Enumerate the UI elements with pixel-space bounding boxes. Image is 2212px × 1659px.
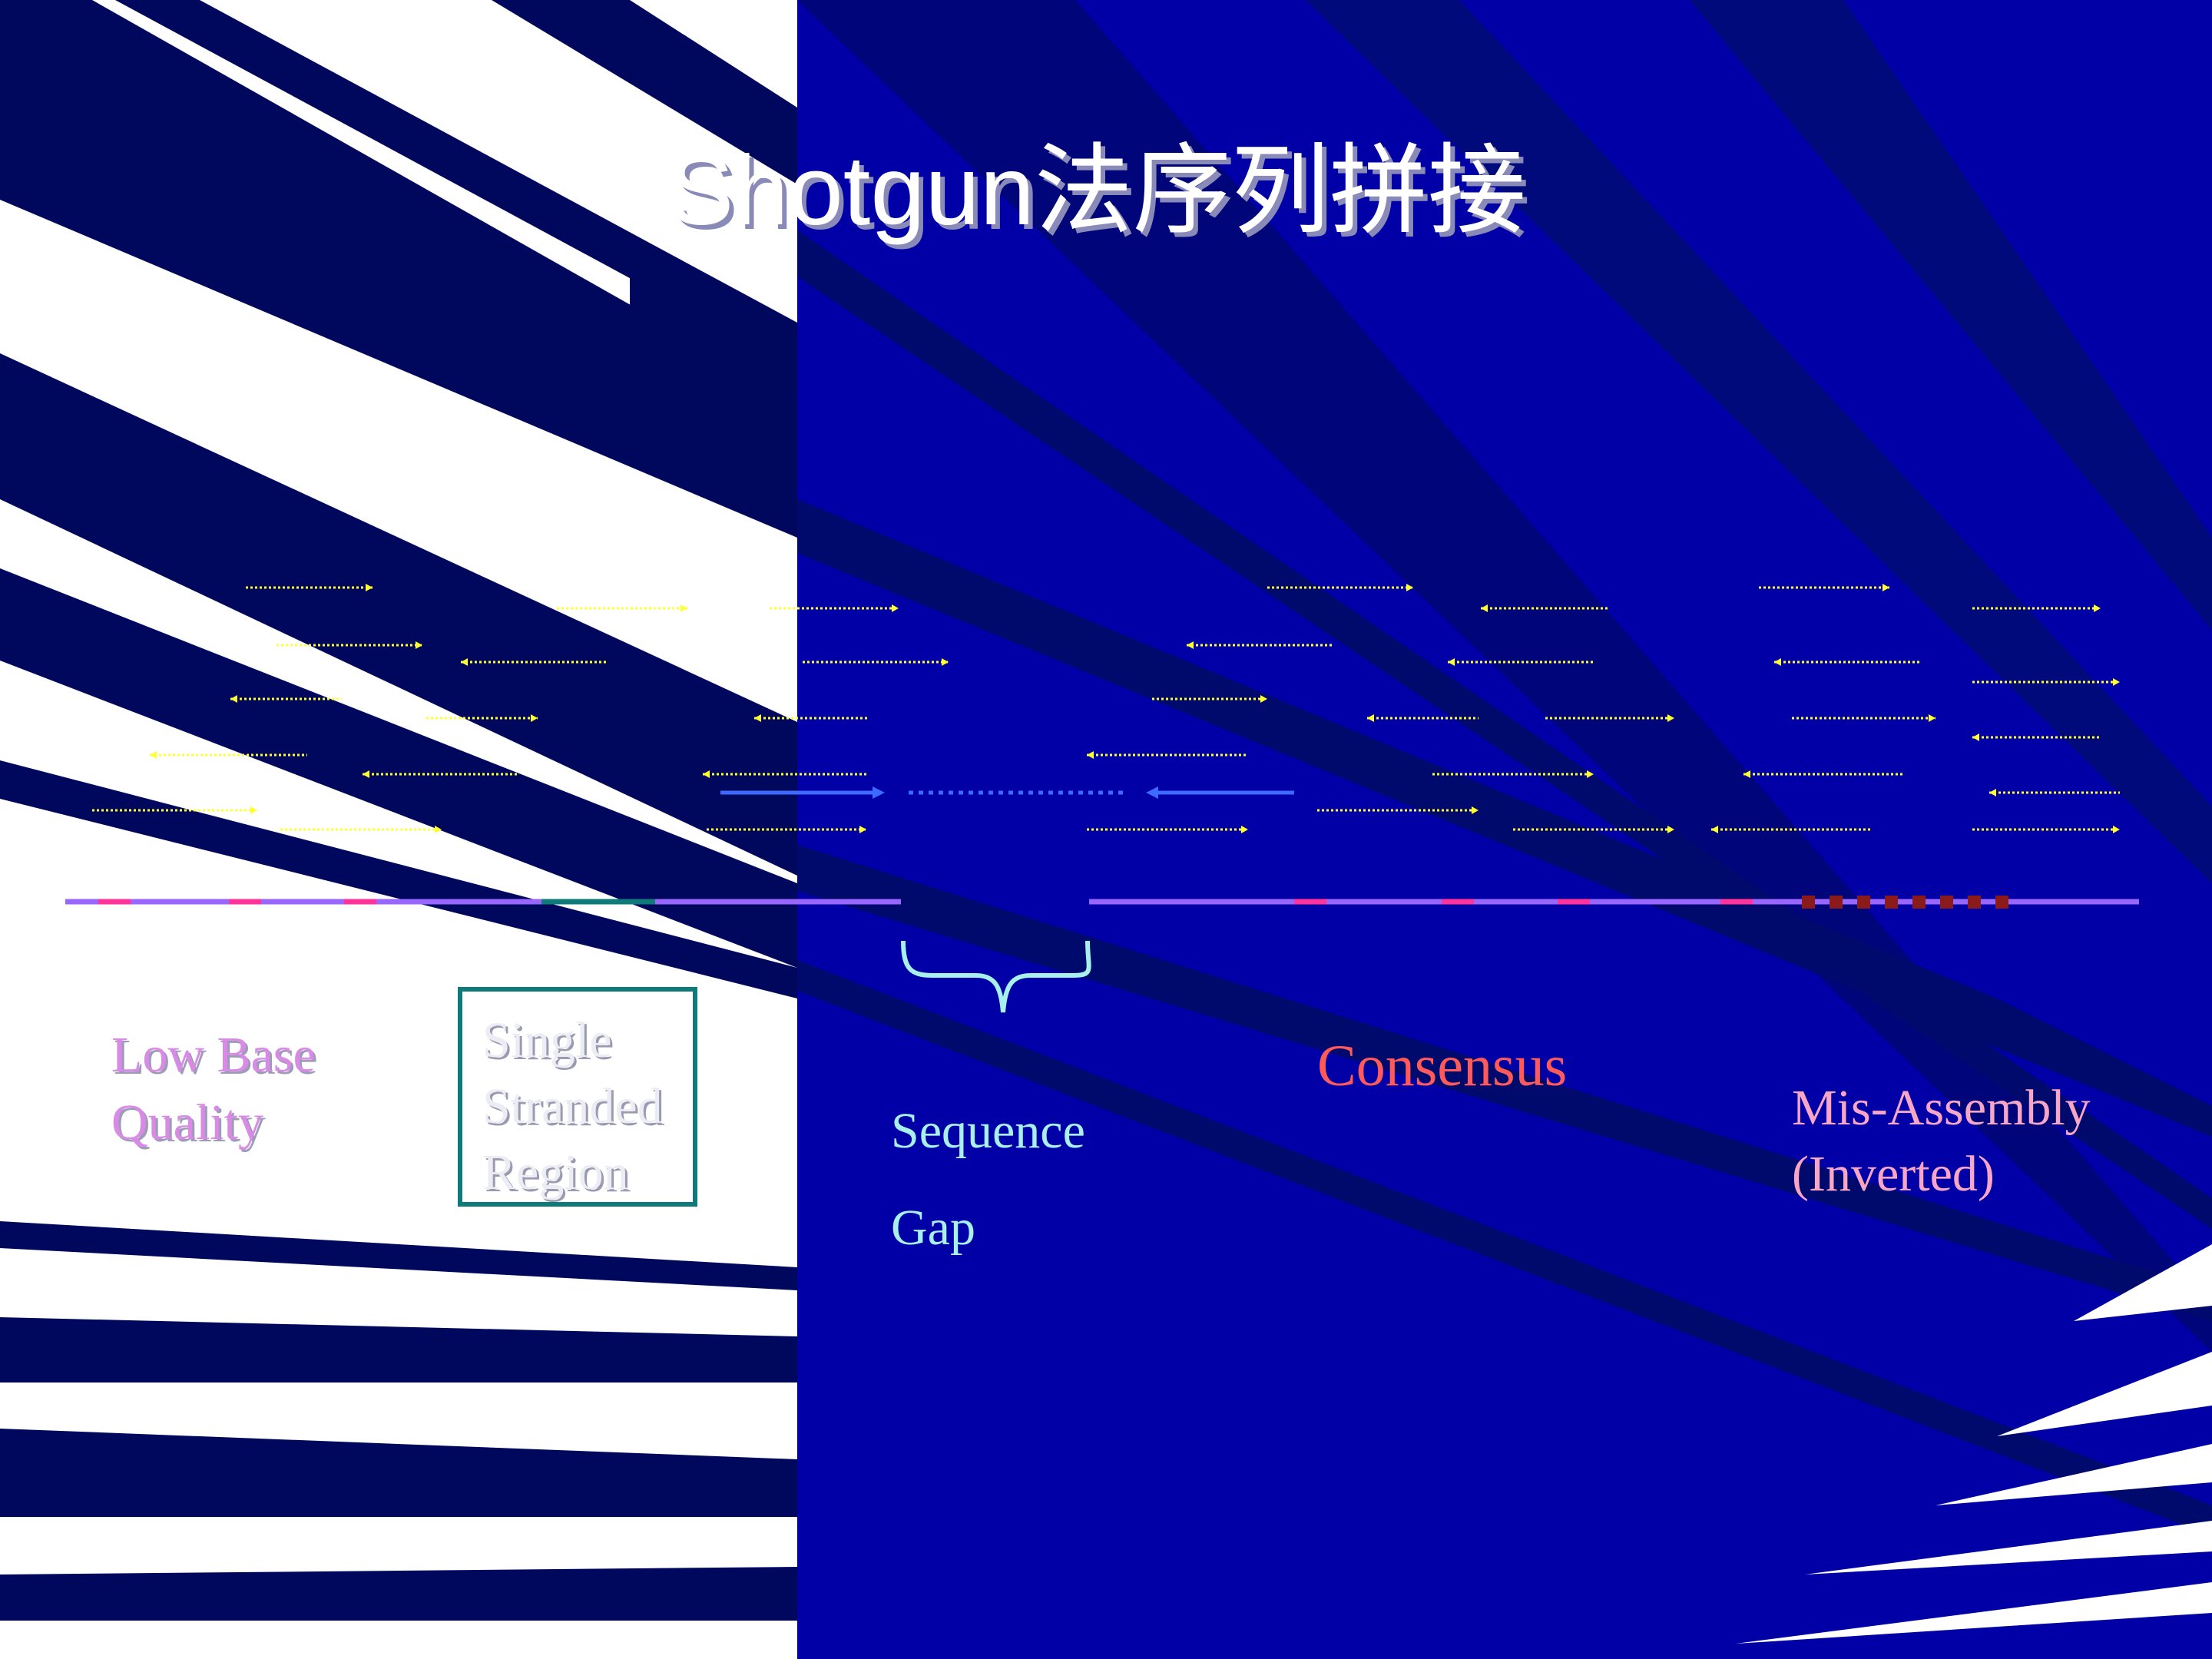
- misassembly-mark: [1802, 896, 1815, 909]
- misassembly-mark: [1940, 896, 1953, 909]
- read-arrowhead: [1743, 770, 1750, 778]
- read-arrowhead: [1587, 770, 1594, 778]
- gap-brace: [901, 940, 1091, 1013]
- read-arrowhead: [1667, 714, 1674, 722]
- read-arrowhead: [1972, 733, 1979, 741]
- label-sequence-gap-line-1: Sequence: [891, 1103, 1085, 1159]
- read-arrowhead: [1711, 826, 1718, 833]
- read-arrowhead: [435, 826, 442, 833]
- page-title: Shotgun法序列拼接: [668, 136, 1526, 246]
- read-arrowhead: [1472, 806, 1479, 814]
- read-arrowhead: [416, 641, 422, 649]
- label-single-stranded-region: Single Stranded Region: [482, 1008, 663, 1206]
- read-arrowhead: [250, 806, 257, 814]
- read-arrowhead: [461, 658, 468, 666]
- read-arrowhead: [1667, 826, 1674, 833]
- read-arrowhead: [1883, 584, 1889, 591]
- read-arrowhead: [1187, 641, 1194, 649]
- misassembly-mark: [1857, 896, 1870, 909]
- label-sequence-gap-line-2: Gap: [891, 1200, 975, 1256]
- read-arrowhead: [1448, 658, 1455, 666]
- label-mis-assembly-line-1: Mis-Assembly: [1792, 1080, 2091, 1136]
- read-arrowhead: [2113, 826, 2120, 833]
- read-arrowhead: [1241, 826, 1248, 833]
- misassembly-mark: [1968, 896, 1981, 909]
- label-single-stranded-line-3: Region: [482, 1144, 629, 1200]
- label-mis-assembly-line-2: (Inverted): [1792, 1146, 1995, 1202]
- read-arrowhead: [1929, 714, 1936, 722]
- gap-read-right-arrowhead: [1146, 786, 1158, 799]
- read-arrowhead: [2113, 678, 2120, 686]
- read-arrowhead: [531, 714, 538, 722]
- read-arrowhead: [703, 770, 710, 778]
- misassembly-mark: [1830, 896, 1843, 909]
- misassembly-mark: [1995, 896, 2008, 909]
- label-single-stranded-line-1: Single: [482, 1012, 612, 1068]
- read-arrowhead: [2094, 604, 2101, 612]
- read-arrowhead: [1481, 604, 1488, 612]
- read-arrowhead: [680, 604, 687, 612]
- read-arrowhead: [1087, 751, 1094, 759]
- gap-read-left-arrowhead: [873, 786, 885, 799]
- label-low-base-quality: Low Base Quality: [111, 1022, 316, 1157]
- read-arrowhead: [150, 751, 157, 759]
- read-arrowhead: [1774, 658, 1781, 666]
- read-arrowhead: [1406, 584, 1413, 591]
- read-arrowhead: [892, 604, 899, 612]
- single-stranded-region-box: [458, 987, 697, 1207]
- read-arrowhead: [363, 770, 369, 778]
- read-arrowhead: [1989, 789, 1996, 796]
- label-low-base-quality-line-1: Low Base: [111, 1027, 316, 1083]
- label-sequence-gap: Sequence Gap: [891, 1083, 1085, 1277]
- read-arrowhead: [1367, 714, 1374, 722]
- read-arrowhead: [230, 695, 237, 703]
- label-mis-assembly: Mis-Assembly (Inverted): [1792, 1075, 2091, 1207]
- misassembly-mark: [1912, 896, 1926, 909]
- read-arrowhead: [1260, 695, 1267, 703]
- read-arrowhead: [859, 826, 866, 833]
- label-single-stranded-line-2: Stranded: [482, 1078, 663, 1134]
- read-arrowhead: [754, 714, 761, 722]
- read-arrowhead: [366, 584, 373, 591]
- label-low-base-quality-line-2: Quality: [111, 1094, 263, 1151]
- read-arrowhead: [942, 658, 949, 666]
- label-consensus: Consensus: [1317, 1034, 1568, 1098]
- misassembly-mark: [1885, 896, 1898, 909]
